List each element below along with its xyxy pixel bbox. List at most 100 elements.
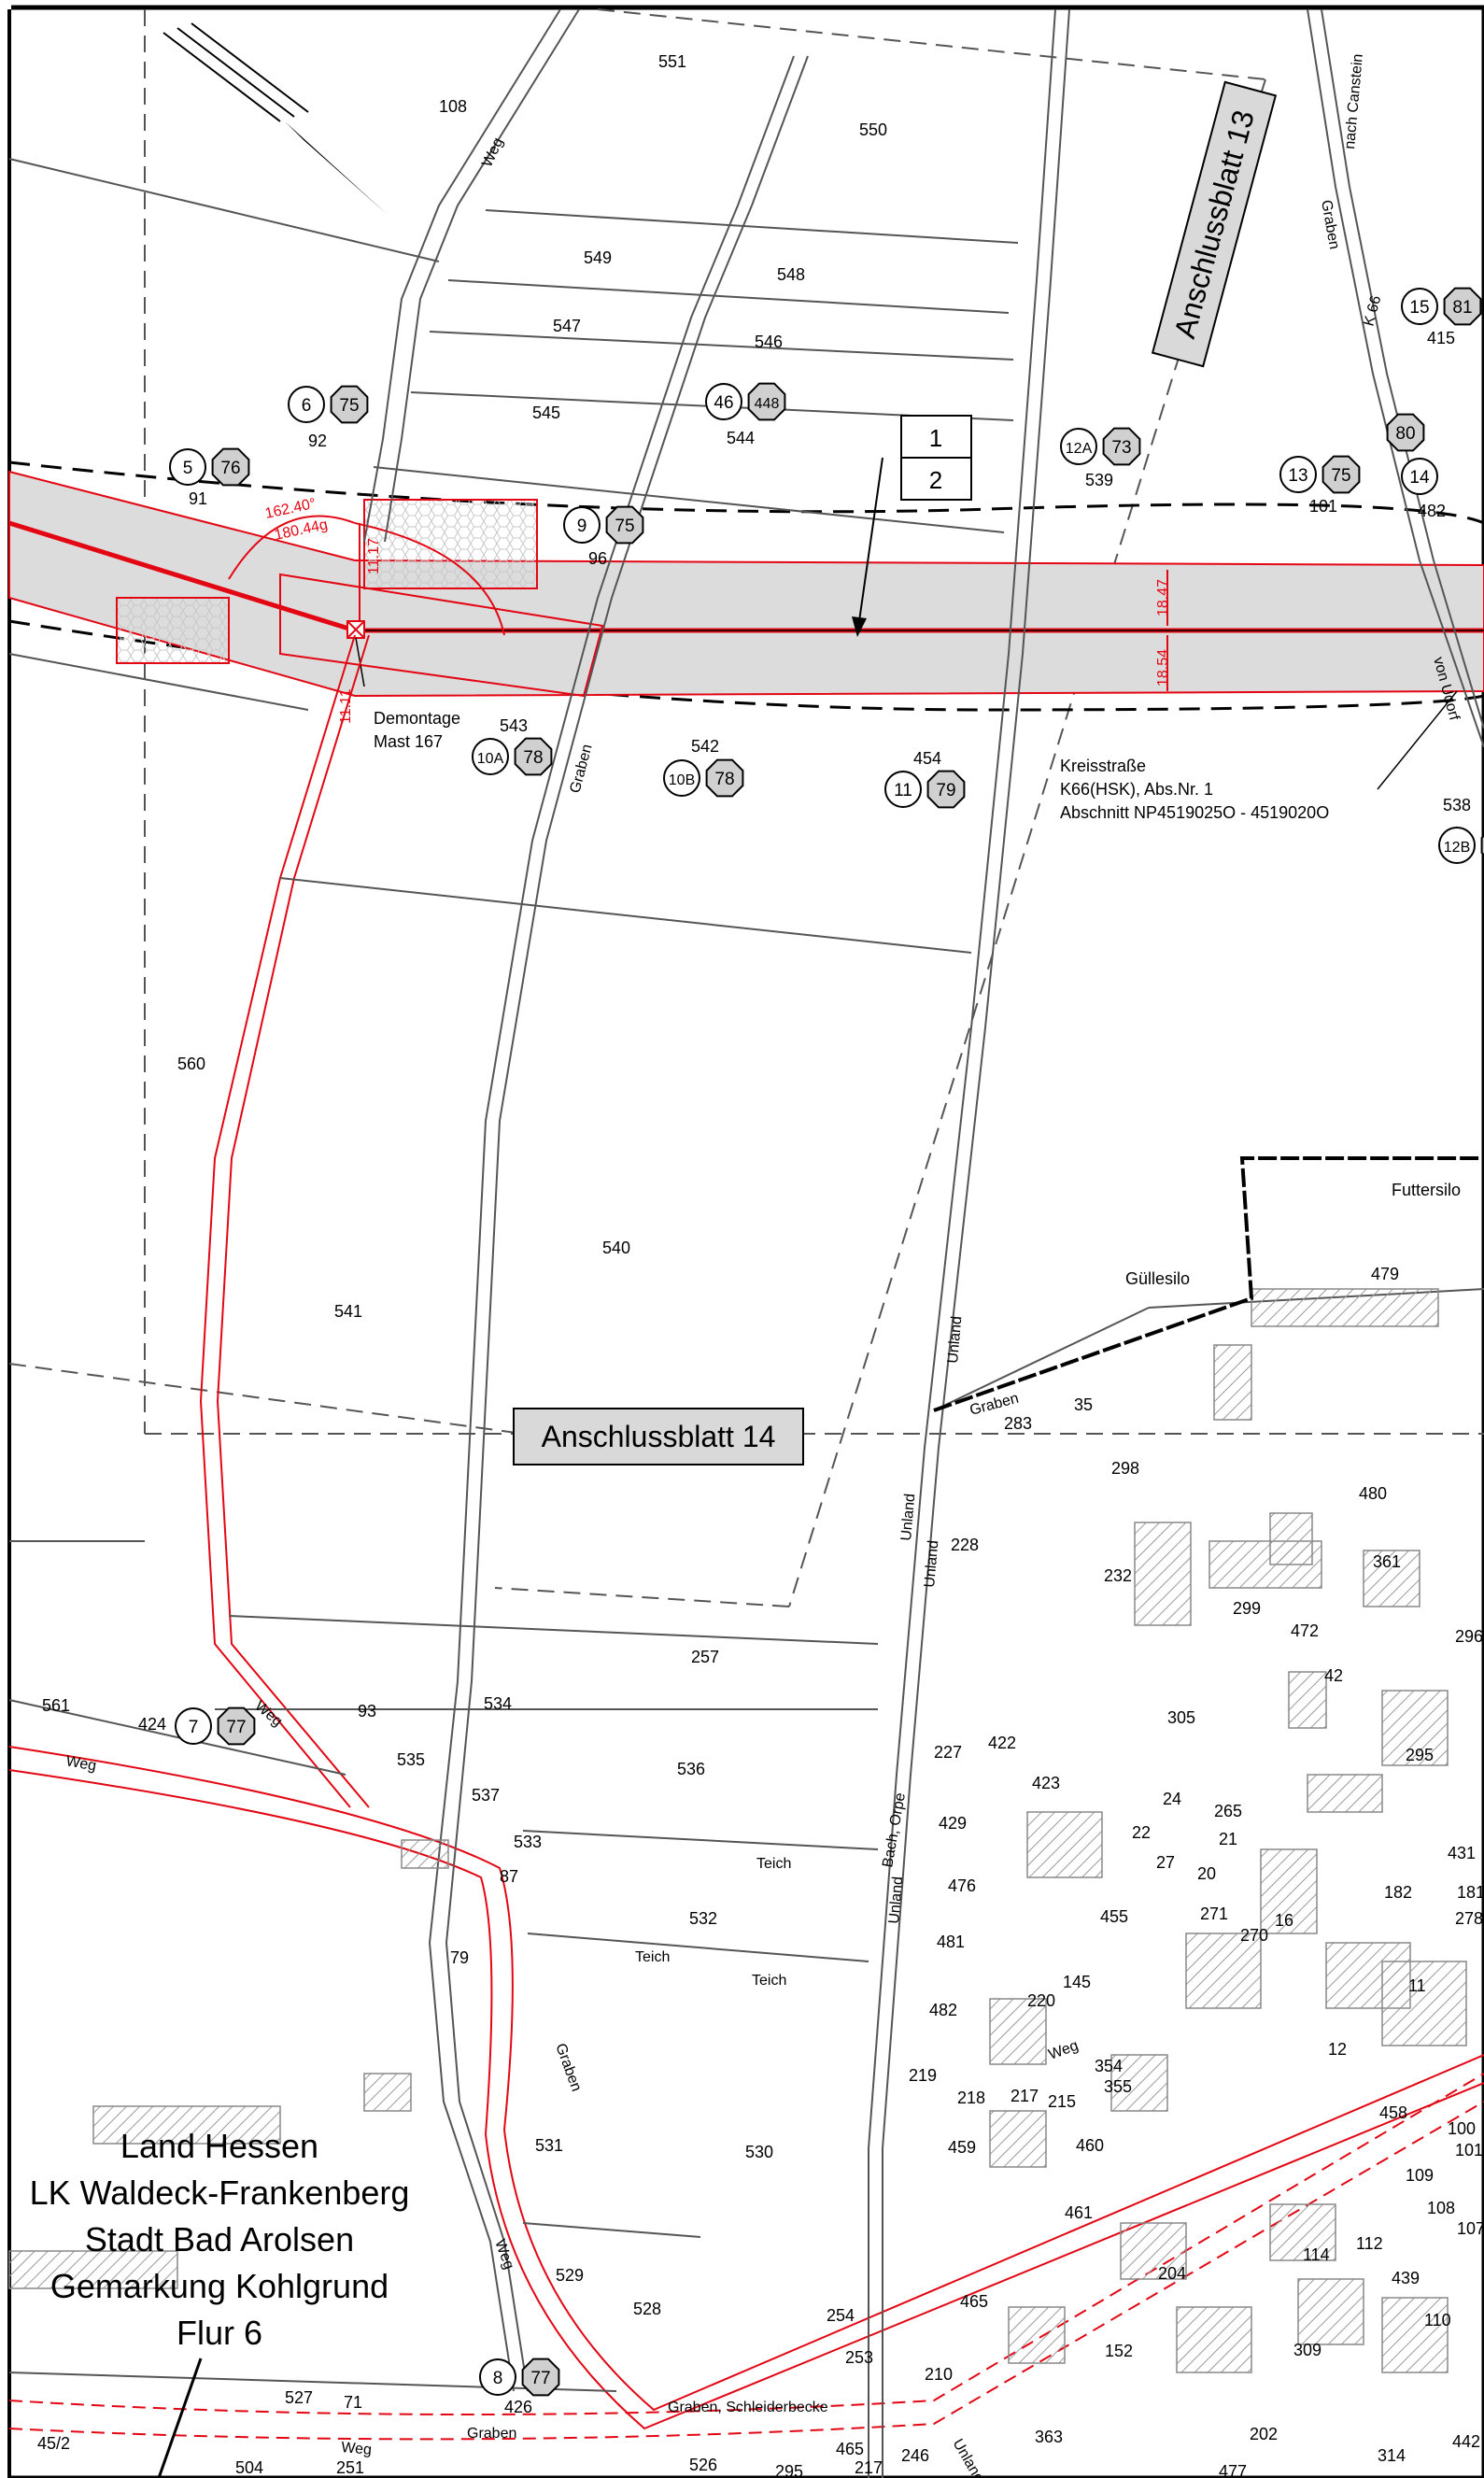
parcel-251: 251	[336, 2458, 364, 2477]
parcel-560: 560	[177, 1055, 205, 1073]
parcel-96: 96	[588, 549, 607, 568]
dim-width-4: 11.11	[338, 688, 354, 724]
parcel-482a: 482	[1418, 502, 1446, 520]
owner-octagon-label: 79	[936, 781, 955, 800]
owner-circle	[288, 386, 325, 423]
ownership-marker[interactable]: 10A 78	[472, 737, 553, 776]
dimension-arcs	[228, 515, 1168, 691]
parcel-232: 232	[1104, 1566, 1132, 1585]
owner-octagon	[1480, 834, 1484, 857]
parcel-531: 531	[535, 2136, 563, 2155]
dim-width-1: 18.47	[1155, 579, 1171, 616]
parcel-423: 423	[1032, 1774, 1060, 1792]
parcel-549: 549	[584, 248, 612, 267]
owner-circle	[1060, 428, 1097, 465]
owner-circle-label: 46	[714, 393, 733, 413]
owner-octagon-label: 80	[1395, 424, 1415, 444]
owner-circle	[1438, 827, 1476, 864]
parcel-numbers: 551 550 108 549 548 547 546 545 544 539 …	[37, 52, 1484, 2478]
guellesilo-label: Güllesilo	[1125, 1269, 1190, 1288]
kreisstrasse-line1: Kreisstraße	[1060, 757, 1146, 775]
parcel-210: 210	[925, 2365, 953, 2384]
owner-octagon	[521, 2358, 560, 2397]
parcel-93: 93	[358, 1702, 376, 1720]
parcel-220: 220	[1027, 1991, 1055, 2010]
parcel-309: 309	[1293, 2341, 1321, 2359]
teich-2: Teich	[635, 1949, 670, 1965]
parcel-429: 429	[939, 1814, 967, 1833]
parcel-16: 16	[1275, 1911, 1293, 1930]
parcel-215: 215	[1048, 2092, 1076, 2111]
legend-gemarkung: Gemarkung Kohlgrund	[50, 2267, 389, 2305]
parcel-465: 465	[960, 2292, 988, 2311]
anschlussblatt-14[interactable]: Anschlussblatt 14	[513, 1408, 804, 1466]
parcel-295: 295	[1406, 1746, 1434, 1764]
parcel-314: 314	[1378, 2446, 1406, 2465]
parcel-265: 265	[1214, 1802, 1242, 1820]
parcel-465b: 465	[836, 2440, 864, 2458]
parcel-219: 219	[909, 2066, 937, 2085]
parcel-476: 476	[948, 1876, 976, 1895]
parcel-87: 87	[500, 1867, 518, 1886]
parcel-101b: 101	[1455, 2141, 1483, 2159]
parcel-217: 217	[1011, 2087, 1039, 2105]
parcel-454: 454	[913, 749, 941, 768]
ownership-marker[interactable]: 80	[1386, 413, 1425, 452]
parcel-12: 12	[1328, 2040, 1347, 2059]
owner-octagon	[217, 1706, 256, 1746]
parcel-305: 305	[1167, 1708, 1195, 1727]
owner-circle	[169, 448, 206, 486]
ownership-marker[interactable]: 12B73	[1438, 827, 1484, 864]
street-graben-schleiderbecke: Graben, Schleiderbecke	[668, 2400, 828, 2415]
parcel-145: 145	[1063, 1973, 1091, 1991]
owner-circle	[663, 759, 700, 797]
street-unland-4: Unland	[886, 1876, 906, 1924]
owner-octagon-label: 78	[523, 748, 543, 768]
parcel-21: 21	[1219, 1830, 1237, 1848]
parcel-227: 227	[934, 1743, 962, 1762]
owner-circle-label: 7	[189, 1718, 199, 1737]
parcel-108: 108	[439, 97, 467, 116]
parcel-296: 296	[1455, 1627, 1483, 1646]
owner-circle-label: 12B	[1444, 840, 1470, 856]
parcel-246: 246	[901, 2446, 929, 2465]
parcel-107: 107	[1457, 2219, 1484, 2238]
parcel-551: 551	[658, 52, 686, 71]
owner-octagon-label: 73	[1111, 438, 1131, 458]
parcel-101: 101	[1309, 497, 1337, 516]
parcel-217b: 217	[855, 2458, 883, 2477]
demontage-note: Demontage Mast 167	[374, 709, 460, 751]
owner-octagon-label: 75	[615, 517, 634, 536]
parcel-278: 278	[1455, 1909, 1483, 1928]
work-area-1	[116, 597, 230, 664]
owner-octagon-label: 76	[220, 459, 240, 478]
parcel-530: 530	[745, 2143, 773, 2161]
parcel-202: 202	[1250, 2425, 1278, 2443]
parcel-361: 361	[1373, 1552, 1401, 1571]
parcel-112: 112	[1356, 2234, 1383, 2253]
parcel-254: 254	[827, 2306, 855, 2325]
parcel-459: 459	[948, 2138, 976, 2157]
parcel-79: 79	[450, 1948, 469, 1967]
parcel-295b: 295	[775, 2462, 803, 2478]
owner-circle-label: 10A	[477, 751, 504, 767]
ownership-marker[interactable]: 14	[1401, 458, 1438, 495]
parcel-548: 548	[777, 265, 805, 284]
parcel-539: 539	[1085, 471, 1113, 489]
anschlussblatt-14-label: Anschlussblatt 14	[542, 1420, 776, 1453]
parcel-542: 542	[691, 737, 719, 756]
parcel-458: 458	[1379, 2103, 1407, 2122]
owner-octagon-label: 77	[530, 2369, 550, 2388]
